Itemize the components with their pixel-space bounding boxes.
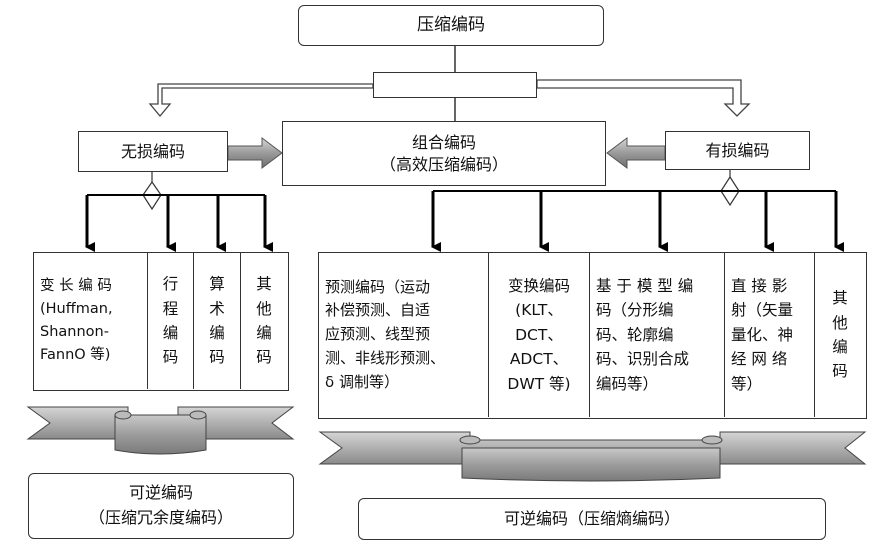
cell-text: 行 程 编 码 — [162, 275, 179, 367]
cell-text: 预测编码（运动 补偿预测、自适 应预测、线型预 测、非线形预测、 δ 调制等） — [325, 277, 446, 391]
splitter-bar — [373, 72, 537, 98]
cell-text: 算 术 编 码 — [209, 275, 225, 367]
cell-text: 其 他 编 码 — [832, 289, 848, 381]
reversible-coding-box-right: 可逆编码（压缩熵编码） — [358, 498, 826, 540]
model-based-coding-cell: 基 于 模 型 编 码（分形编 码、轮廓编 码、识别合成 编码等） — [590, 253, 725, 417]
lossy-methods-table: 预测编码（运动 补偿预测、自适 应预测、线型预 测、非线形预测、 δ 调制等） … — [318, 252, 867, 419]
lossless-coding-box: 无损编码 — [78, 131, 228, 172]
run-length-coding-cell: 行 程 编 码 — [148, 253, 194, 389]
cell-text: 其 他 编 码 — [256, 275, 272, 367]
direct-mapping-cell: 直 接 影 射（矢量 量化、神 经 网 络 等） — [725, 253, 815, 417]
cell-text: 基 于 模 型 编 码（分形编 码、轮廓编 码、识别合成 编码等） — [596, 276, 694, 393]
variable-length-coding-cell: 变 长 编 码 (Huffman, Shannon- FannO 等) — [34, 253, 148, 389]
cell-text: 变换编码 (KLT、 DCT、 ADCT、 DWT 等) — [507, 276, 571, 393]
cell-text: 变 长 编 码 (Huffman, Shannon- FannO 等) — [40, 278, 113, 363]
transform-coding-cell: 变换编码 (KLT、 DCT、 ADCT、 DWT 等) — [489, 253, 590, 417]
lossy-coding-label: 有损编码 — [705, 140, 770, 160]
gray-arrow-into-hybrid-left — [227, 137, 283, 169]
cell-text: 直 接 影 射（矢量 量化、神 经 网 络 等） — [731, 276, 794, 393]
arithmetic-coding-cell: 算 术 编 码 — [194, 253, 241, 389]
ribbon-banner-right — [318, 431, 867, 482]
other-coding-cell-right: 其 他 编 码 — [815, 253, 865, 417]
hybrid-coding-sublabel: （高效压缩编码） — [379, 154, 508, 174]
lossless-methods-table: 变 长 编 码 (Huffman, Shannon- FannO 等) 行 程 … — [33, 252, 289, 391]
hollow-arrow-left — [148, 83, 374, 118]
lossless-coding-label: 无损编码 — [120, 141, 185, 161]
ribbon-banner-left — [26, 406, 295, 455]
predictive-coding-cell: 预测编码（运动 补偿预测、自适 应预测、线型预 测、非线形预测、 δ 调制等） — [319, 253, 489, 417]
hybrid-coding-label: 组合编码 — [411, 132, 476, 152]
entropy-coding-label: 可逆编码（压缩熵编码） — [503, 509, 680, 529]
compression-coding-box: 压缩编码 — [298, 5, 604, 46]
reversible-coding-label: 可逆编码 — [128, 483, 193, 503]
other-coding-cell-left: 其 他 编 码 — [241, 253, 287, 389]
compression-coding-label: 压缩编码 — [417, 15, 485, 36]
reversible-coding-box-left: 可逆编码 （压缩冗余度编码） — [28, 473, 294, 539]
gray-arrow-into-hybrid-right — [606, 137, 666, 169]
lossy-coding-box: 有损编码 — [665, 131, 810, 170]
hollow-arrow-right — [536, 79, 751, 117]
reversible-coding-sublabel: （压缩冗余度编码） — [88, 508, 233, 527]
hybrid-coding-box: 组合编码 （高效压缩编码） — [282, 121, 606, 186]
